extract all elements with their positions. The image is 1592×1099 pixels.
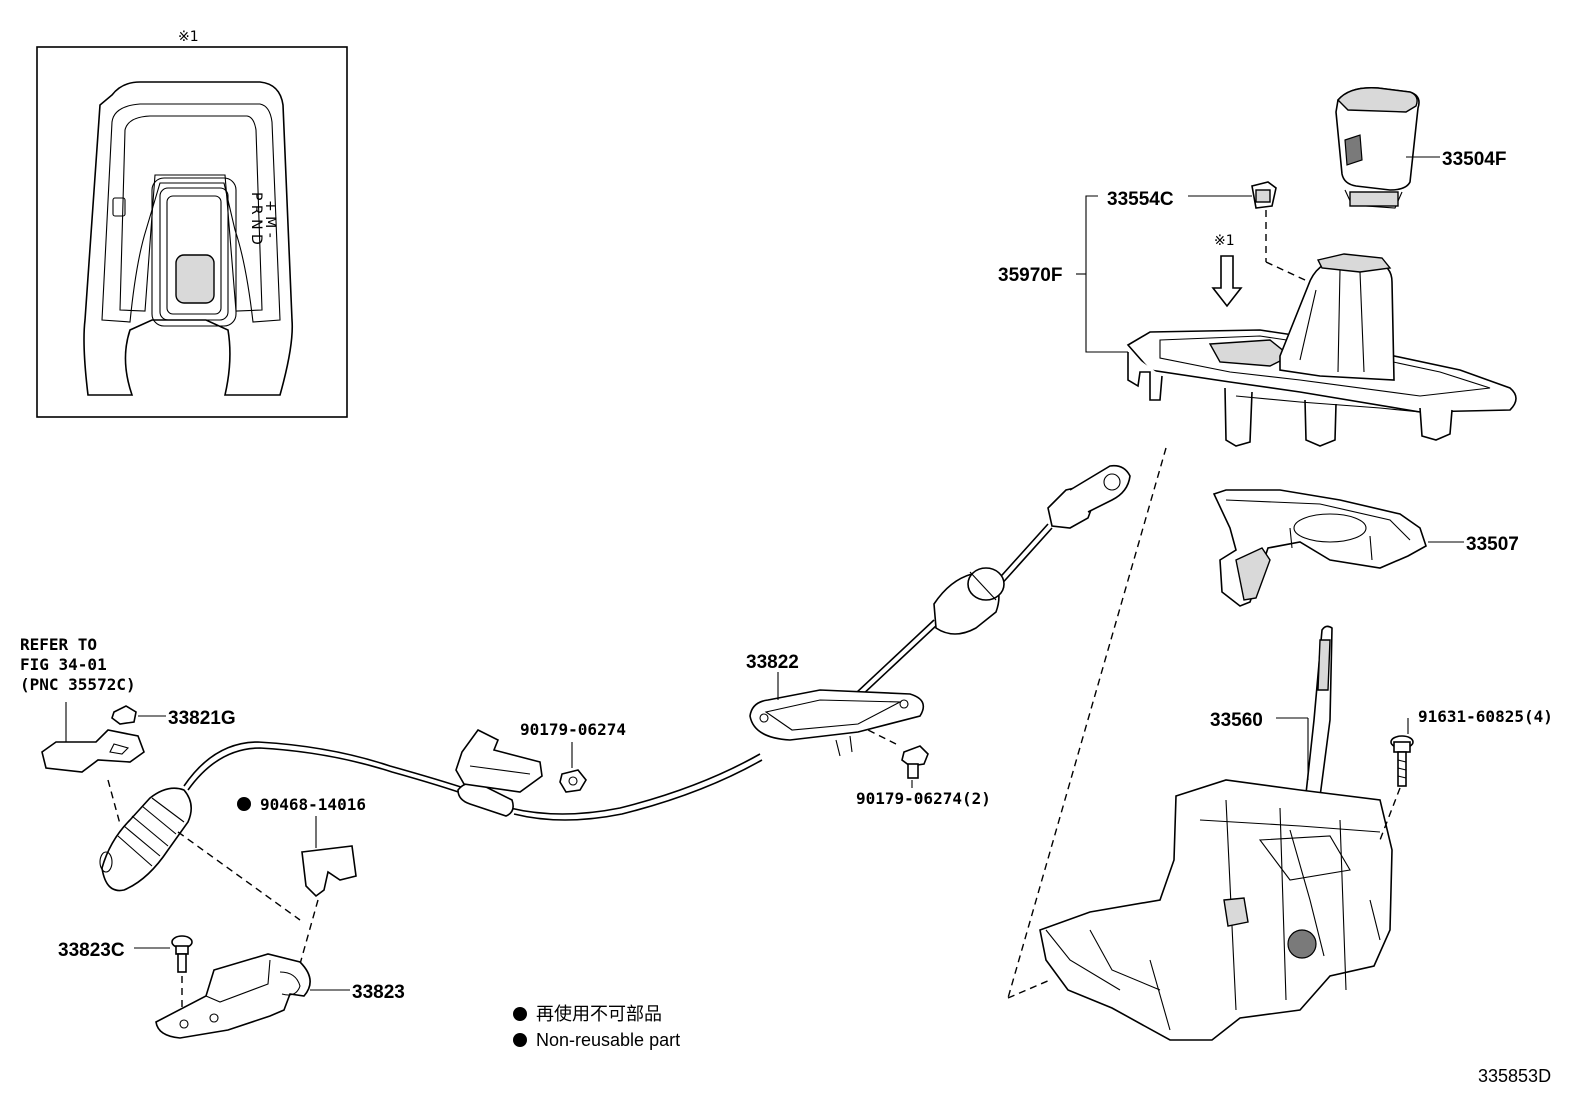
non-reusable-clip-icon — [237, 797, 357, 898]
label-33554C: 33554C — [1107, 189, 1174, 210]
label-33507: 33507 — [1466, 534, 1519, 555]
label-90179a: 90179-06274 — [520, 720, 626, 739]
cable-mid-bracket-icon — [455, 728, 543, 793]
bolt-icon — [1390, 735, 1414, 787]
figure-code: 335853D — [1478, 1066, 1551, 1086]
refer-line2: FIG 34-01 — [20, 655, 107, 674]
label-33822: 33822 — [746, 652, 799, 673]
clip-nut-icon — [111, 705, 137, 725]
legend-bullet-jp — [513, 1007, 527, 1021]
legend-jp: 再使用不可部品 — [536, 1004, 662, 1024]
bracket-35970F — [1085, 195, 1128, 353]
legend-en: Non-reusable part — [536, 1030, 680, 1050]
refer-bracket-icon — [41, 729, 145, 773]
label-91631: 91631-60825(4) — [1418, 707, 1553, 726]
label-35970F: 35970F — [998, 265, 1062, 286]
shift-lever-assembly-icon — [1039, 625, 1393, 1041]
refer-line3: (PNC 35572C) — [20, 675, 136, 694]
dash-refer — [107, 779, 121, 825]
arrow-marker: ※1 — [1214, 233, 1235, 249]
label-33823: 33823 — [352, 982, 405, 1003]
dash-33554C-b — [1265, 261, 1345, 299]
label-33823C: 33823C — [58, 940, 125, 961]
dash-cable-to-assy-b — [1007, 979, 1051, 999]
inset-marker: ※1 — [178, 29, 199, 45]
screw-icon — [171, 935, 193, 973]
cable-bracket-33822-icon — [749, 689, 925, 757]
dash-91631 — [1379, 787, 1401, 841]
refer-line1: REFER TO — [20, 635, 97, 654]
label-33504F: 33504F — [1442, 149, 1506, 170]
console-top-view-icon: P R N D + M - — [83, 81, 294, 396]
dash-boot-to-bracket — [177, 831, 301, 921]
inset-view: ※1 P R N D + M - — [36, 29, 348, 418]
console-bezel-icon — [1126, 253, 1517, 447]
shift-knob-icon — [1335, 86, 1420, 209]
flange-nut-icon — [901, 745, 929, 779]
label-90468: 90468-14016 — [260, 795, 366, 814]
label-33560: 33560 — [1210, 710, 1263, 731]
shift-mode: + M - — [262, 200, 278, 238]
gear-icon — [1287, 929, 1317, 959]
legend: 再使用不可部品 Non-reusable part — [513, 1004, 680, 1050]
inset-frame — [36, 46, 348, 418]
label-33821G: 33821G — [168, 708, 236, 729]
cable-boot-icon — [99, 787, 192, 892]
shift-housing-icon — [1212, 489, 1427, 607]
down-arrow-icon — [1211, 255, 1243, 308]
legend-bullet-en — [513, 1033, 527, 1047]
label-90179b: 90179-06274(2) — [856, 789, 991, 808]
clip-icon — [1251, 181, 1277, 209]
shift-cable-icon — [183, 464, 1131, 821]
shift-letters: P R N D — [248, 192, 264, 245]
cable-bracket-33823-icon — [155, 953, 311, 1039]
dash-clip — [299, 899, 319, 965]
dash-90179b — [867, 729, 897, 745]
arrow-view-marker: ※1 — [1211, 233, 1243, 308]
nut-icon — [559, 769, 587, 793]
